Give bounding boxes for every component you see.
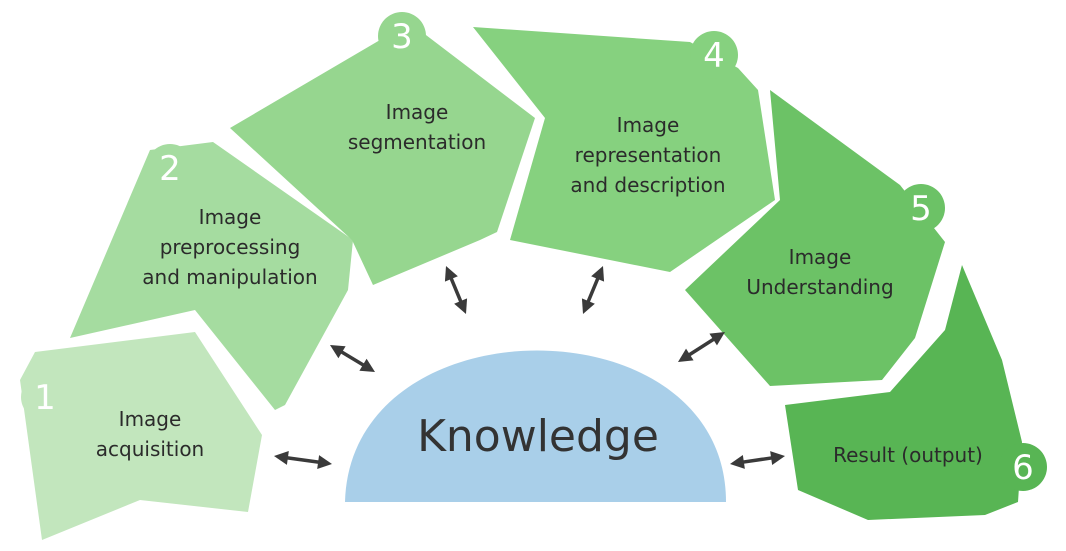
step-2-label: Image preprocessing and manipulation — [142, 205, 317, 289]
step-1-label-line: acquisition — [96, 437, 204, 461]
arrow-1-shaft — [283, 455, 323, 465]
arrow-5-shaft — [685, 335, 718, 359]
step-4-label: Image representation and description — [570, 113, 725, 197]
step-6-label: Result (output) — [833, 443, 983, 467]
step-5-badge: 5 — [897, 184, 945, 232]
step-2-label-line: and manipulation — [142, 265, 317, 289]
arrow-3-shaft — [448, 274, 464, 306]
knowledge-label: Knowledge — [417, 411, 659, 462]
step-5-segment — [685, 90, 945, 386]
step-3-badge-circle — [378, 12, 426, 60]
step-5-badge-circle — [897, 184, 945, 232]
arrow-6-head-start — [730, 455, 745, 469]
step-2-segment — [70, 142, 353, 410]
step-4-number: 4 — [703, 36, 725, 76]
bidirectional-arrow-6 — [730, 451, 785, 469]
step-6-label-line: Result (output) — [833, 443, 983, 467]
step-1-number: 1 — [34, 378, 56, 418]
step-1-badge-circle — [21, 373, 69, 421]
step-2-label-line: preprocessing — [160, 235, 301, 259]
arrow-1-head-end — [317, 455, 332, 470]
arrow-6-head-end — [770, 451, 785, 465]
step-3-number: 3 — [391, 17, 413, 57]
bidirectional-arrow-3 — [444, 266, 468, 314]
step-2-label-line: Image — [199, 205, 262, 229]
step-2-badge-circle — [146, 144, 194, 192]
step-4-badge: 4 — [690, 31, 738, 79]
arrow-2-shaft — [337, 348, 368, 369]
arrow-2-head-start — [330, 345, 346, 359]
step-5-number: 5 — [910, 189, 932, 229]
step-1-label-line: Image — [119, 407, 182, 431]
step-6-badge-circle — [999, 443, 1047, 491]
step-6-badge: 6 — [999, 443, 1047, 491]
arrow-6-shaft — [739, 455, 776, 465]
step-3-label: Image segmentation — [348, 100, 486, 154]
arrow-3-head-end — [454, 298, 468, 314]
step-4-label-line: Image — [617, 113, 680, 137]
bidirectional-arrow-1 — [274, 450, 332, 470]
step-4-label-line: and description — [570, 173, 725, 197]
arrow-5-head-end — [678, 348, 694, 362]
bidirectional-arrow-5 — [678, 332, 725, 362]
step-4-badge-circle — [690, 31, 738, 79]
step-3-segment — [230, 32, 535, 285]
step-5-label-line: Image — [789, 245, 852, 269]
step-6-segment — [785, 265, 1022, 520]
step-2-number: 2 — [159, 149, 181, 189]
step-5-label-line: Understanding — [746, 275, 893, 299]
step-3-label-line: Image — [386, 100, 449, 124]
step-1-segment — [20, 332, 262, 540]
arrow-2-head-end — [359, 358, 375, 372]
arrow-5-head-start — [709, 332, 725, 346]
step-6-number: 6 — [1012, 448, 1034, 488]
knowledge-dome — [345, 350, 726, 502]
step-4-label-line: representation — [575, 143, 722, 167]
arrow-4-head-end — [581, 298, 595, 314]
step-2-badge: 2 — [146, 144, 194, 192]
step-1-badge: 1 — [21, 373, 69, 421]
bidirectional-arrow-4 — [581, 266, 605, 314]
bidirectional-arrow-2 — [330, 345, 375, 372]
step-3-label-line: segmentation — [348, 130, 486, 154]
step-3-badge: 3 — [378, 12, 426, 60]
arrow-1-head-start — [274, 450, 289, 465]
arrow-4-head-start — [591, 266, 605, 282]
arrow-4-shaft — [585, 274, 601, 306]
arrow-3-head-start — [444, 266, 458, 282]
step-4-segment — [473, 27, 775, 272]
step-1-label: Image acquisition — [96, 407, 204, 461]
